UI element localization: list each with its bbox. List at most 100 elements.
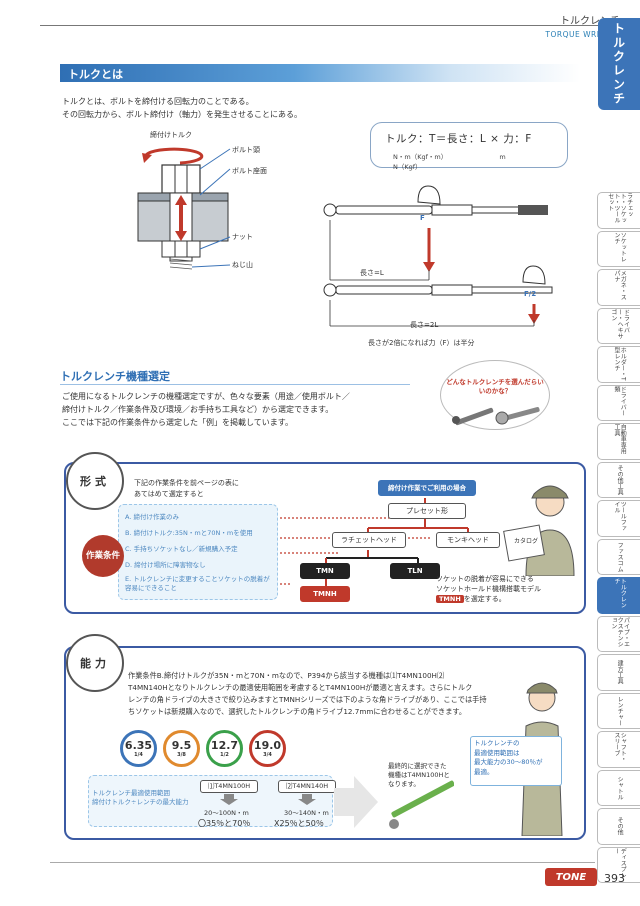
flow-monkey-node: モンキヘッド [436,532,500,548]
torque-formula: トルク：T＝長さ：L × 力：F [385,133,532,145]
side-tab-12[interactable]: 建方工具 [597,654,640,691]
side-tab-4[interactable]: ホルダー・T型レンチ [597,346,640,383]
drive-chip-190-size: 19.0 [253,738,282,752]
header-divider [40,25,620,26]
selection-intro-text: ご使用になるトルクレンチの機種選定ですが、色々な要素（用途／使用ボルト／ 締付け… [62,390,432,429]
best-range-line2: 最適使用範囲は [474,748,520,757]
conditions-box: A. 締付け作業のみ B. 締付けトルク:35N・mと70N・mを使用 C. 手… [118,504,278,600]
nouryoku-line4: ちソケットは新規購入なので、選択したトルクレンチの角ドライブ12.7mmに合わせ… [128,707,467,716]
best-range-line1: トルクレンチの [474,739,520,747]
model2-result: X25％と50％ [274,819,324,828]
side-tab-9[interactable]: ファスコム [597,538,640,575]
flow-ratchet-node: ラチェットヘッド [332,532,406,548]
wrench-images [452,407,540,426]
best-range-line3: 最大能力の30〜80％が [474,758,543,766]
condition-c: C. 手持ちソケットなし／新規購入予定 [125,545,238,553]
selection-intro-line1: ご使用になるトルクレンチの機種選定ですが、色々な要素（用途／使用ボルト／ [62,392,350,401]
model2-box: ⑵T4MN140H [278,780,336,793]
best-range-text: トルクレンチの 最適使用範囲は 最大能力の30〜80％が 最適。 [474,739,560,777]
drive-chip-127-sub: 1/2 [220,751,229,758]
torque-formula-units: N・m（Kgf・m） m N（Kgf） [393,151,567,171]
tmnh-note-line1: ソケットの脱着が容易にできる [436,575,534,583]
wrench-length-diagram [323,185,553,327]
side-tab-1[interactable]: ソケットレンチ [597,230,640,267]
best-range-line4: 最適。 [474,767,494,776]
side-tab-0[interactable]: ラチェット・ソケット・ツールセット [597,192,640,229]
question-bubble-text: どんなトルクレンチを選んだらいいのかな？ [446,378,544,395]
section-selection-title: トルクレンチ機種選定 [60,370,170,383]
label-tightening-torque: 締付けトルク [150,131,192,139]
side-tab-3[interactable]: ドライバー・ヘキサゴン [597,307,640,344]
torque-formula-box: トルク：T＝長さ：L × 力：F N・m（Kgf・m） m N（Kgf） [370,122,568,171]
model1-box: ⑴T4MN100H [200,780,258,793]
final-note-line1: 最終的に選択できた [388,762,447,770]
side-tab-2[interactable]: メガネ・スパナ [597,269,640,306]
page-number: 393 [604,872,625,885]
side-tab-7[interactable]: その他工具 [597,461,640,498]
tone-logo: TONE [545,868,597,886]
torque-intro-text: トルクとは、ボルトを締付ける回転力のことである。 その回転力から、ボルト締付け（… [62,95,392,121]
torque-rotation-arrow [144,147,204,165]
range-caption: トルクレンチ最適使用範囲 締付けトルク÷レンチの最大能力 [92,789,192,807]
force-f2-bottom: F/2 [524,290,537,298]
side-tab-17[interactable]: ディスプレー [597,846,640,883]
side-title-tab[interactable]: トルクレンチ [598,18,640,110]
tmnh-note-line3-text: を選定する。 [463,595,506,603]
condition-a: A. 締付け作業のみ [125,513,179,521]
result-arrow-and-wrench [334,776,454,829]
side-tab-16[interactable]: その他 [597,808,640,845]
wrench-top [323,203,548,217]
section-torque-title: トルクとは [68,68,123,81]
keishiki-intro-line2: あてはめて選定すると [134,490,204,498]
side-tab-14[interactable]: シャフト・スリーブ [597,731,640,768]
length-l-label: 長さ=L [360,269,384,277]
page-header-title: トルクレンチ [560,16,620,27]
keishiki-circle: 形式 [66,452,124,510]
drive-chip-190-sub: 3/4 [263,751,272,758]
nut-shape [161,240,201,258]
side-tab-13[interactable]: レンチャー [597,692,640,729]
drive-chip-95-sub: 3/8 [177,751,186,758]
nouryoku-line2: T4MN140Hとなりトルクレンチの最適使用範囲を考慮するとT4MN100Hが最… [128,683,473,692]
final-note-line2-text: 機種はT4MN100Hと [388,771,450,779]
label-thread: ねじ山 [232,261,253,269]
hand-bottom [522,265,546,285]
side-tab-15[interactable]: シャトル [597,769,640,806]
torque-intro-line2: その回転力から、ボルト締付け（軸力）を発生させることにある。 [62,110,302,119]
section-selection-rule [60,384,410,385]
model2-range: 30〜140N・m [284,809,329,817]
side-tab-8[interactable]: ツールファイル [597,500,640,537]
selection-intro-line2: 締付けトルク／作業条件及び環境／お手持ち工具など）から選定できます。 [62,405,334,414]
side-tab-6[interactable]: 自動車専用工具 [597,423,640,460]
model1-range: 20〜100N・m [204,809,249,817]
nouryoku-circle: 能力 [66,634,124,692]
side-tab-11[interactable]: パイプ・エクステンション [597,615,640,652]
keishiki-intro: 下記の作業条件を前ページの表に あてはめて選定すると [134,478,294,500]
section-torque-bar: トルクとは [60,64,580,82]
drive-chip-127-size: 12.7 [210,738,239,752]
page-header-subtitle: TORQUE WRENCH [545,30,620,39]
drive-chip-635-size: 6.35 [124,738,153,752]
range-caption-line2: 締付けトルク÷レンチの最大能力 [92,798,189,806]
flow-preset-node: プレセット形 [388,503,466,519]
wrench-bottom [323,283,553,297]
range-caption-line1: トルクレンチ最適使用範囲 [92,789,170,797]
tmnh-note-badge: TMNH [436,595,464,603]
bolt-diagram [137,147,231,270]
best-range-sign [470,736,562,786]
nouryoku-text: 作業条件B.締付けトルクが35N・mと70N・mなので、P394から該当する機種… [128,670,498,718]
bolt-head [161,164,201,194]
worker-with-catalog [503,485,575,576]
force-f-top: F [420,214,425,222]
flow-top-node: 締付け作業でご利用の場合 [378,480,476,496]
side-tab-10[interactable]: トルクレンチ [597,577,640,614]
length-2l-label: 長さ=2L [410,321,439,329]
label-bolt-seat: ボルト座面 [232,167,267,175]
side-tab-5[interactable]: ドライバー類 [597,384,640,421]
